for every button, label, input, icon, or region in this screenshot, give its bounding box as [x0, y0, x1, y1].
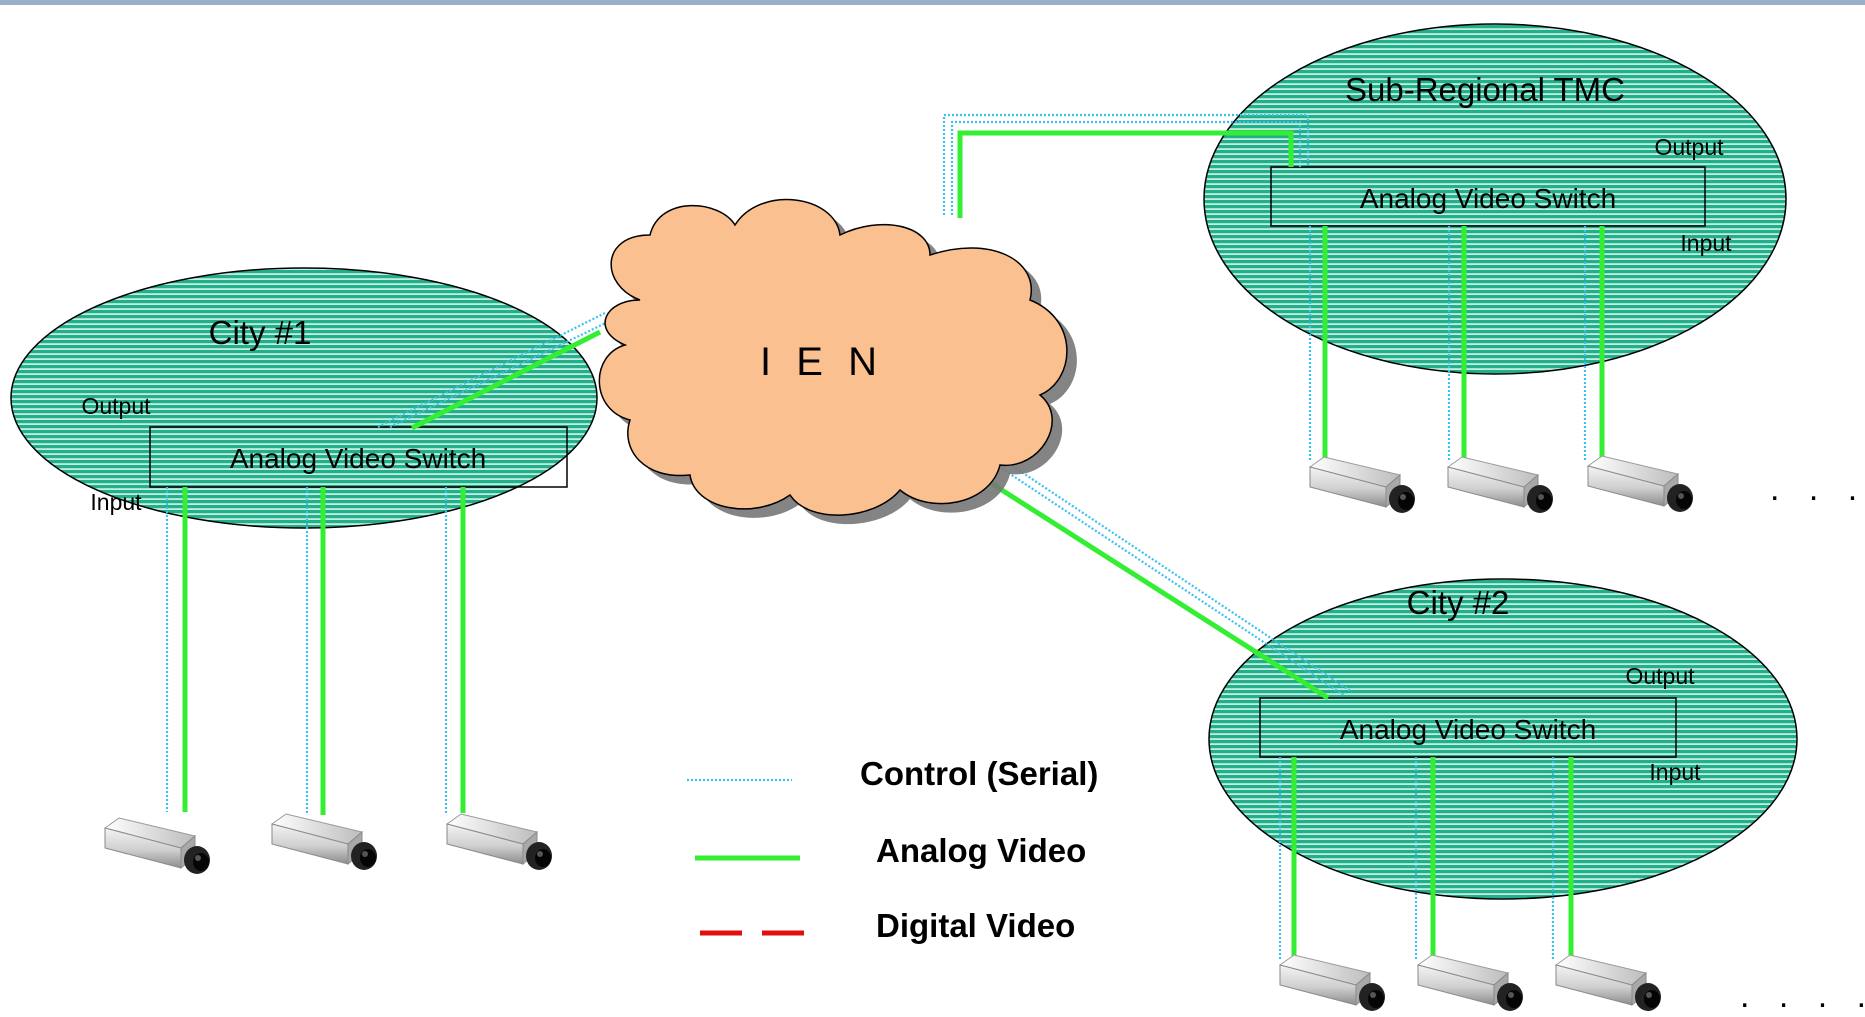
camera-icon [1587, 455, 1694, 513]
region-title: Sub-Regional TMC [1345, 71, 1625, 108]
region-title: City #2 [1407, 584, 1510, 621]
more-cameras-indicator: . . . . [1770, 470, 1865, 508]
region-title: City #1 [209, 314, 312, 351]
camera-feeds [1308, 226, 1605, 460]
camera-icon [1279, 954, 1386, 1012]
legend-item-analog-video: Analog Video [695, 832, 1086, 869]
camera-icon [1447, 456, 1554, 514]
analog-video-switch [149, 426, 568, 488]
region-ellipse [10, 267, 598, 529]
input-label: Input [90, 489, 142, 515]
region-city-2: City #2 Output Input Analog Video Switch [1208, 578, 1798, 1012]
switch-label: Analog Video Switch [230, 443, 486, 474]
more-cameras-indicator: . . . . [1740, 977, 1865, 1015]
legend-label: Control (Serial) [860, 755, 1098, 792]
region-city-1: City #1 Output Input Analog Video Switch [10, 267, 598, 875]
camera-icon [1555, 954, 1662, 1012]
analog-video-switch [1259, 697, 1677, 758]
output-label: Output [81, 393, 151, 419]
camera-icon [1417, 954, 1524, 1012]
switch-label: Analog Video Switch [1360, 183, 1616, 214]
top-border [0, 0, 1865, 5]
camera-feeds [165, 487, 466, 815]
network-label: I E N [760, 340, 884, 384]
camera-icon [446, 813, 553, 871]
input-label: Input [1680, 230, 1732, 256]
region-ellipse [1208, 578, 1798, 900]
network-links [377, 113, 1353, 701]
analog-video-switch [1270, 166, 1706, 227]
camera-icon [104, 817, 211, 875]
legend-label: Analog Video [876, 832, 1086, 869]
switch-label: Analog Video Switch [1340, 714, 1596, 745]
input-label: Input [1649, 759, 1701, 785]
camera-icon [271, 813, 378, 871]
legend: Control (Serial) Analog Video Digital Vi… [687, 755, 1098, 944]
legend-item-digital-video: Digital Video [700, 907, 1075, 944]
output-label: Output [1625, 663, 1695, 689]
ien-cloud: I E N [598, 198, 1077, 525]
legend-label: Digital Video [876, 907, 1075, 944]
legend-item-control: Control (Serial) [687, 755, 1098, 792]
region-sub-regional-tmc: Sub-Regional TMC Output Input Analog Vid… [1203, 23, 1787, 514]
region-ellipse [1203, 23, 1787, 375]
camera-feeds [1278, 757, 1574, 960]
camera-icon [1309, 456, 1416, 514]
output-label: Output [1654, 134, 1724, 160]
